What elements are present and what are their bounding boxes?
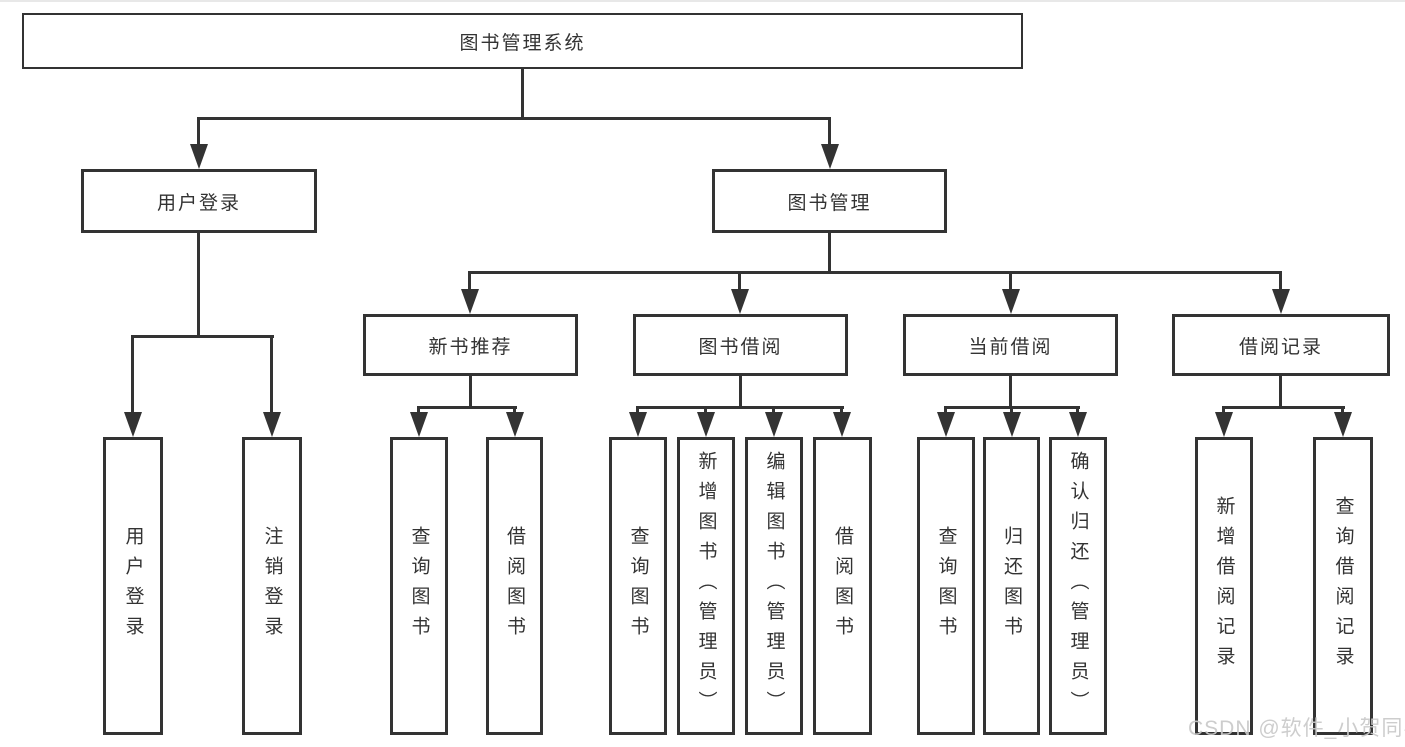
- connector-h-line: [944, 406, 1080, 409]
- leaf-bb-edit-book-admin: 编辑图书（管理员）: [745, 437, 803, 735]
- arrow-down-icon: [1272, 289, 1290, 314]
- connector-v-line: [197, 233, 200, 337]
- arrow-down-icon: [833, 412, 851, 437]
- connector-v-line: [513, 408, 516, 415]
- arrow-down-icon: [1003, 412, 1021, 437]
- connector-h-line: [468, 271, 1282, 274]
- connector-v-line: [1009, 272, 1012, 291]
- leaf-user-login: 用户登录: [103, 437, 163, 735]
- connector-v-line: [1010, 408, 1013, 415]
- connector-v-line: [131, 337, 134, 414]
- connector-v-line: [944, 408, 947, 415]
- node-root: 图书管理系统: [22, 13, 1023, 69]
- node-book-borrow-label: 图书借阅: [698, 336, 783, 358]
- leaf-nb-query-books-label: 查询图书: [408, 526, 430, 646]
- arrow-down-icon: [190, 144, 208, 169]
- connector-v-line: [1009, 376, 1012, 408]
- connector-v-line: [1341, 408, 1344, 415]
- arrow-down-icon: [1069, 412, 1087, 437]
- connector-v-line: [469, 376, 472, 408]
- connector-h-line: [636, 406, 844, 409]
- leaf-br-add-record: 新增借阅记录: [1195, 437, 1253, 735]
- leaf-nb-borrow-books: 借阅图书: [486, 437, 543, 735]
- node-user-login: 用户登录: [81, 169, 317, 233]
- top-edge-divider: [0, 0, 1405, 2]
- arrow-down-icon: [1002, 289, 1020, 314]
- connector-v-line: [1279, 376, 1282, 408]
- node-new-book-recommend: 新书推荐: [363, 314, 578, 376]
- connector-v-line: [704, 408, 707, 415]
- leaf-logout-label: 注销登录: [261, 526, 283, 646]
- leaf-nb-borrow-books-label: 借阅图书: [504, 526, 525, 646]
- leaf-cb-confirm-return-admin: 确认归还（管理员）: [1049, 437, 1107, 735]
- connector-v-line: [270, 337, 273, 414]
- connector-v-line: [417, 408, 420, 415]
- arrow-down-icon: [461, 289, 479, 314]
- leaf-bb-edit-book-admin-label: 编辑图书（管理员）: [763, 451, 785, 721]
- leaf-bb-query-books: 查询图书: [609, 437, 667, 735]
- connector-v-line: [1076, 408, 1079, 415]
- node-book-management-label: 图书管理: [787, 192, 872, 214]
- arrow-down-icon: [506, 412, 524, 437]
- leaf-br-query-record-label: 查询借阅记录: [1332, 496, 1354, 676]
- node-current-borrow: 当前借阅: [903, 314, 1118, 376]
- node-borrow-records: 借阅记录: [1172, 314, 1390, 376]
- node-current-borrow-label: 当前借阅: [968, 336, 1053, 358]
- node-book-management: 图书管理: [712, 169, 947, 233]
- leaf-cb-confirm-return-admin-label: 确认归还（管理员）: [1067, 451, 1089, 721]
- connector-v-line: [1279, 272, 1282, 291]
- connector-v-line: [840, 408, 843, 415]
- arrow-down-icon: [821, 144, 839, 169]
- connector-v-line: [636, 408, 639, 415]
- leaf-br-query-record: 查询借阅记录: [1313, 437, 1373, 735]
- arrow-down-icon: [937, 412, 955, 437]
- leaf-br-add-record-label: 新增借阅记录: [1213, 496, 1235, 676]
- node-root-label: 图书管理系统: [459, 32, 586, 54]
- leaf-cb-query-books-label: 查询图书: [935, 526, 957, 646]
- leaf-logout: 注销登录: [242, 437, 302, 735]
- connector-v-line: [828, 233, 831, 273]
- leaf-bb-borrow-books: 借阅图书: [813, 437, 872, 735]
- watermark: CSDN @软件_小贺同学: [1188, 717, 1405, 740]
- arrow-down-icon: [410, 412, 428, 437]
- leaf-user-login-label: 用户登录: [122, 526, 144, 646]
- connector-v-line: [828, 118, 831, 146]
- leaf-bb-add-book-admin-label: 新增图书（管理员）: [695, 451, 717, 721]
- arrow-down-icon: [731, 289, 749, 314]
- arrow-down-icon: [1215, 412, 1233, 437]
- node-book-borrow: 图书借阅: [633, 314, 848, 376]
- arrow-down-icon: [765, 412, 783, 437]
- arrow-down-icon: [124, 412, 142, 437]
- arrow-down-icon: [629, 412, 647, 437]
- leaf-cb-return-books-label: 归还图书: [1001, 526, 1022, 646]
- arrow-down-icon: [1334, 412, 1352, 437]
- leaf-nb-query-books: 查询图书: [390, 437, 448, 735]
- connector-v-line: [738, 272, 741, 291]
- connector-v-line: [739, 376, 742, 408]
- connector-h-line: [131, 335, 274, 338]
- node-user-login-label: 用户登录: [156, 192, 241, 214]
- connector-v-line: [1222, 408, 1225, 415]
- connector-v-line: [468, 272, 471, 291]
- connector-v-line: [772, 408, 775, 415]
- leaf-bb-add-book-admin: 新增图书（管理员）: [677, 437, 735, 735]
- connector-v-line: [197, 118, 200, 146]
- connector-h-line: [417, 406, 517, 409]
- connector-h-line: [197, 117, 831, 120]
- leaf-bb-borrow-books-label: 借阅图书: [832, 526, 853, 646]
- leaf-cb-query-books: 查询图书: [917, 437, 975, 735]
- connector-v-line: [521, 69, 524, 119]
- node-new-book-recommend-label: 新书推荐: [428, 336, 513, 358]
- connector-h-line: [1222, 406, 1345, 409]
- leaf-bb-query-books-label: 查询图书: [627, 526, 649, 646]
- leaf-cb-return-books: 归还图书: [983, 437, 1040, 735]
- arrow-down-icon: [697, 412, 715, 437]
- arrow-down-icon: [263, 412, 281, 437]
- node-borrow-records-label: 借阅记录: [1238, 336, 1323, 358]
